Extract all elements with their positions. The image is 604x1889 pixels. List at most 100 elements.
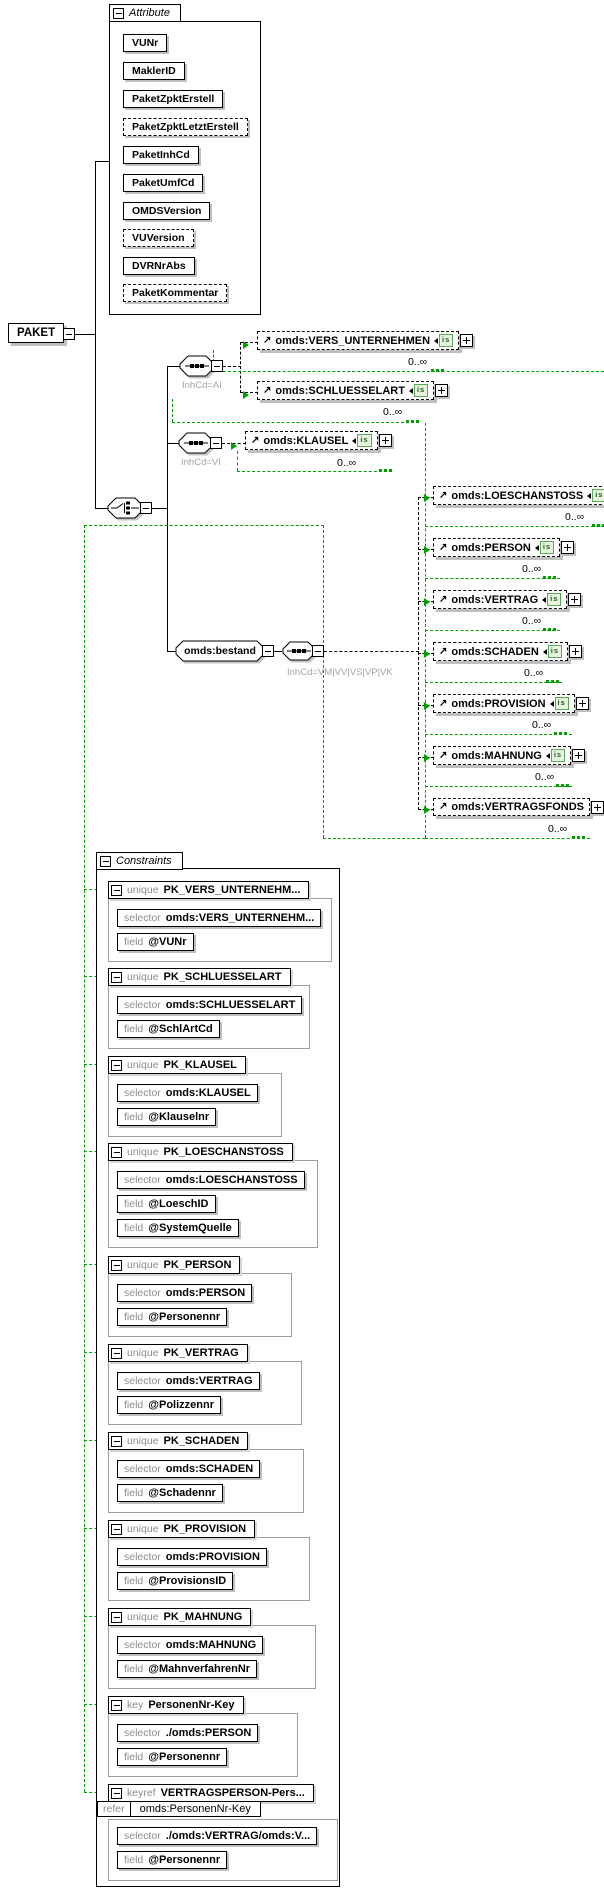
collapse-minus-icon[interactable] (111, 1435, 122, 1447)
element-node-person[interactable]: ↗ omds:PERSON is (433, 538, 575, 557)
element-node-loeschanstoss[interactable]: ↗ omds:LOESCHANSTOSS is (433, 486, 604, 505)
constraint-field[interactable]: field@Klauselnr (117, 1108, 217, 1126)
collapse-minus-icon[interactable] (111, 1611, 122, 1623)
constraints-panel-tab[interactable]: Constraints (96, 852, 183, 870)
constraint-field[interactable]: field@LoeschID (117, 1195, 216, 1213)
sequence-compositor-icon[interactable] (179, 355, 215, 377)
constraint-header-pk-klausel[interactable]: unique PK_KLAUSEL (108, 1056, 246, 1074)
constraint-field[interactable]: field@Personennr (117, 1851, 228, 1869)
attributes-panel-tab[interactable]: Attribute (109, 4, 181, 22)
constraint-header-personennr-key[interactable]: key PersonenNr-Key (108, 1696, 244, 1714)
constraint-field[interactable]: field@SystemQuelle (117, 1219, 239, 1237)
collapse-minus-icon[interactable] (111, 971, 122, 983)
constraint-header-pk-schluesselart[interactable]: unique PK_SCHLUESSELART (108, 968, 291, 986)
constraint-field[interactable]: field@Schadennr (117, 1484, 223, 1502)
constraint-header-pk-provision[interactable]: unique PK_PROVISION (108, 1520, 256, 1538)
element-node-schaden[interactable]: ↗ omds:SCHADEN is (433, 642, 583, 661)
constraint-field[interactable]: field@Personennr (117, 1308, 228, 1326)
collapse-minus-icon[interactable] (100, 855, 111, 867)
collapse-minus-icon[interactable] (63, 328, 75, 340)
constraint-field[interactable]: field@Polizzennr (117, 1396, 221, 1414)
expand-plus-icon[interactable] (575, 697, 589, 710)
element-box[interactable]: ↗ omds:PROVISION is (433, 694, 575, 713)
collapse-minus-icon[interactable] (111, 884, 122, 896)
attribute-paketzpktletzterstell[interactable]: PaketZpktLetztErstell (123, 118, 248, 136)
sequence-compositor-icon[interactable] (178, 432, 214, 454)
attribute-maklerid[interactable]: MaklerID (123, 62, 185, 80)
expand-plus-icon[interactable] (572, 749, 586, 762)
constraint-selector[interactable]: selector./omds:PERSON (117, 1724, 259, 1742)
attribute-vunr[interactable]: VUNr (123, 34, 168, 52)
element-box[interactable]: ↗ omds:KLAUSEL is (245, 431, 378, 450)
constraint-header-vertragsperson-keyref[interactable]: keyref VERTRAGSPERSON-Pers... (108, 1784, 314, 1802)
constraint-header-pk-vers-unternehmen[interactable]: unique PK_VERS_UNTERNEHM... (108, 881, 310, 899)
attribute-vuversion[interactable]: VUVersion (123, 229, 194, 247)
collapse-minus-icon[interactable] (262, 645, 274, 657)
constraint-header-pk-schaden[interactable]: unique PK_SCHADEN (108, 1432, 249, 1450)
attribute-paketzpkterstell[interactable]: PaketZpktErstell (123, 90, 224, 108)
expand-plus-icon[interactable] (569, 645, 583, 658)
expand-plus-icon[interactable] (561, 541, 575, 554)
attribute-omdsversion[interactable]: OMDSVersion (123, 202, 211, 220)
collapse-minus-icon[interactable] (111, 1146, 122, 1158)
collapse-minus-icon[interactable] (312, 645, 324, 657)
collapse-minus-icon[interactable] (113, 7, 124, 19)
collapse-minus-icon[interactable] (210, 437, 222, 449)
root-element-paket[interactable]: PAKET (8, 323, 65, 343)
element-node-vers-unternehmen[interactable]: ↗ omds:VERS_UNTERNEHMEN is (257, 331, 474, 350)
attribute-paketkommentar[interactable]: PaketKommentar (123, 284, 228, 302)
constraint-header-pk-mahnung[interactable]: unique PK_MAHNUNG (108, 1608, 252, 1626)
collapse-minus-icon[interactable] (111, 1259, 122, 1271)
bestand-element-name[interactable]: omds:bestand (184, 645, 256, 657)
element-box[interactable]: ↗ omds:SCHADEN is (433, 642, 569, 661)
constraint-selector[interactable]: selector./omds:VERTRAG/omds:V... (117, 1827, 318, 1845)
element-node-klausel[interactable]: ↗ omds:KLAUSEL is (245, 431, 392, 450)
attribute-dvrnrabs[interactable]: DVRNrAbs (123, 257, 195, 275)
constraint-header-pk-person[interactable]: unique PK_PERSON (108, 1256, 241, 1274)
element-box[interactable]: ↗ omds:VERS_UNTERNEHMEN is (257, 331, 460, 350)
constraint-field[interactable]: field@MahnverfahrenNr (117, 1660, 258, 1678)
collapse-minus-icon[interactable] (111, 1699, 122, 1711)
sequence-compositor-icon[interactable] (282, 641, 316, 661)
attribute-paketumfcd[interactable]: PaketUmfCd (123, 174, 204, 192)
element-node-schluesselart[interactable]: ↗ omds:SCHLUESSELART is (257, 381, 449, 400)
expand-plus-icon[interactable] (378, 434, 392, 447)
constraint-field[interactable]: field@SchlArtCd (117, 1020, 220, 1038)
bestand-element-shape[interactable] (175, 640, 265, 662)
constraint-field[interactable]: field@Personennr (117, 1748, 228, 1766)
attribute-paketinhcd[interactable]: PaketInhCd (123, 146, 199, 164)
constraint-field[interactable]: field@VUNr (117, 933, 194, 951)
expand-plus-icon[interactable] (591, 800, 604, 814)
element-box[interactable]: ↗ omds:SCHLUESSELART is (257, 381, 435, 400)
constraint-header-pk-vertrag[interactable]: unique PK_VERTRAG (108, 1344, 248, 1362)
collapse-minus-icon[interactable] (140, 502, 152, 514)
element-box[interactable]: ↗ omds:PERSON is (433, 538, 561, 557)
element-node-mahnung[interactable]: ↗ omds:MAHNUNG is (433, 746, 586, 765)
constraint-header-pk-loeschanstoss[interactable]: unique PK_LOESCHANSTOSS (108, 1143, 293, 1161)
collapse-minus-icon[interactable] (111, 1347, 122, 1359)
element-box[interactable]: ↗ omds:MAHNUNG is (433, 746, 572, 765)
element-node-provision[interactable]: ↗ omds:PROVISION is (433, 694, 589, 713)
collapse-minus-icon[interactable] (111, 1059, 122, 1071)
collapse-minus-icon[interactable] (211, 360, 223, 372)
element-node-vertrag[interactable]: ↗ omds:VERTRAG is (433, 590, 582, 609)
element-box[interactable]: ↗ omds:VERTRAGSFONDS (433, 798, 591, 816)
element-box[interactable]: ↗ omds:LOESCHANSTOSS is (433, 486, 604, 505)
collapse-minus-icon[interactable] (111, 1523, 122, 1535)
constraint-field[interactable]: field@ProvisionsID (117, 1572, 234, 1590)
expand-plus-icon[interactable] (435, 384, 449, 397)
constraint-refer-row[interactable]: refer omds:PersonenNr-Key (97, 1801, 261, 1817)
expand-plus-icon[interactable] (460, 334, 474, 347)
element-box[interactable]: ↗ omds:VERTRAG is (433, 590, 568, 609)
expand-plus-icon[interactable] (568, 593, 582, 606)
choice-compositor-icon[interactable] (107, 497, 144, 519)
